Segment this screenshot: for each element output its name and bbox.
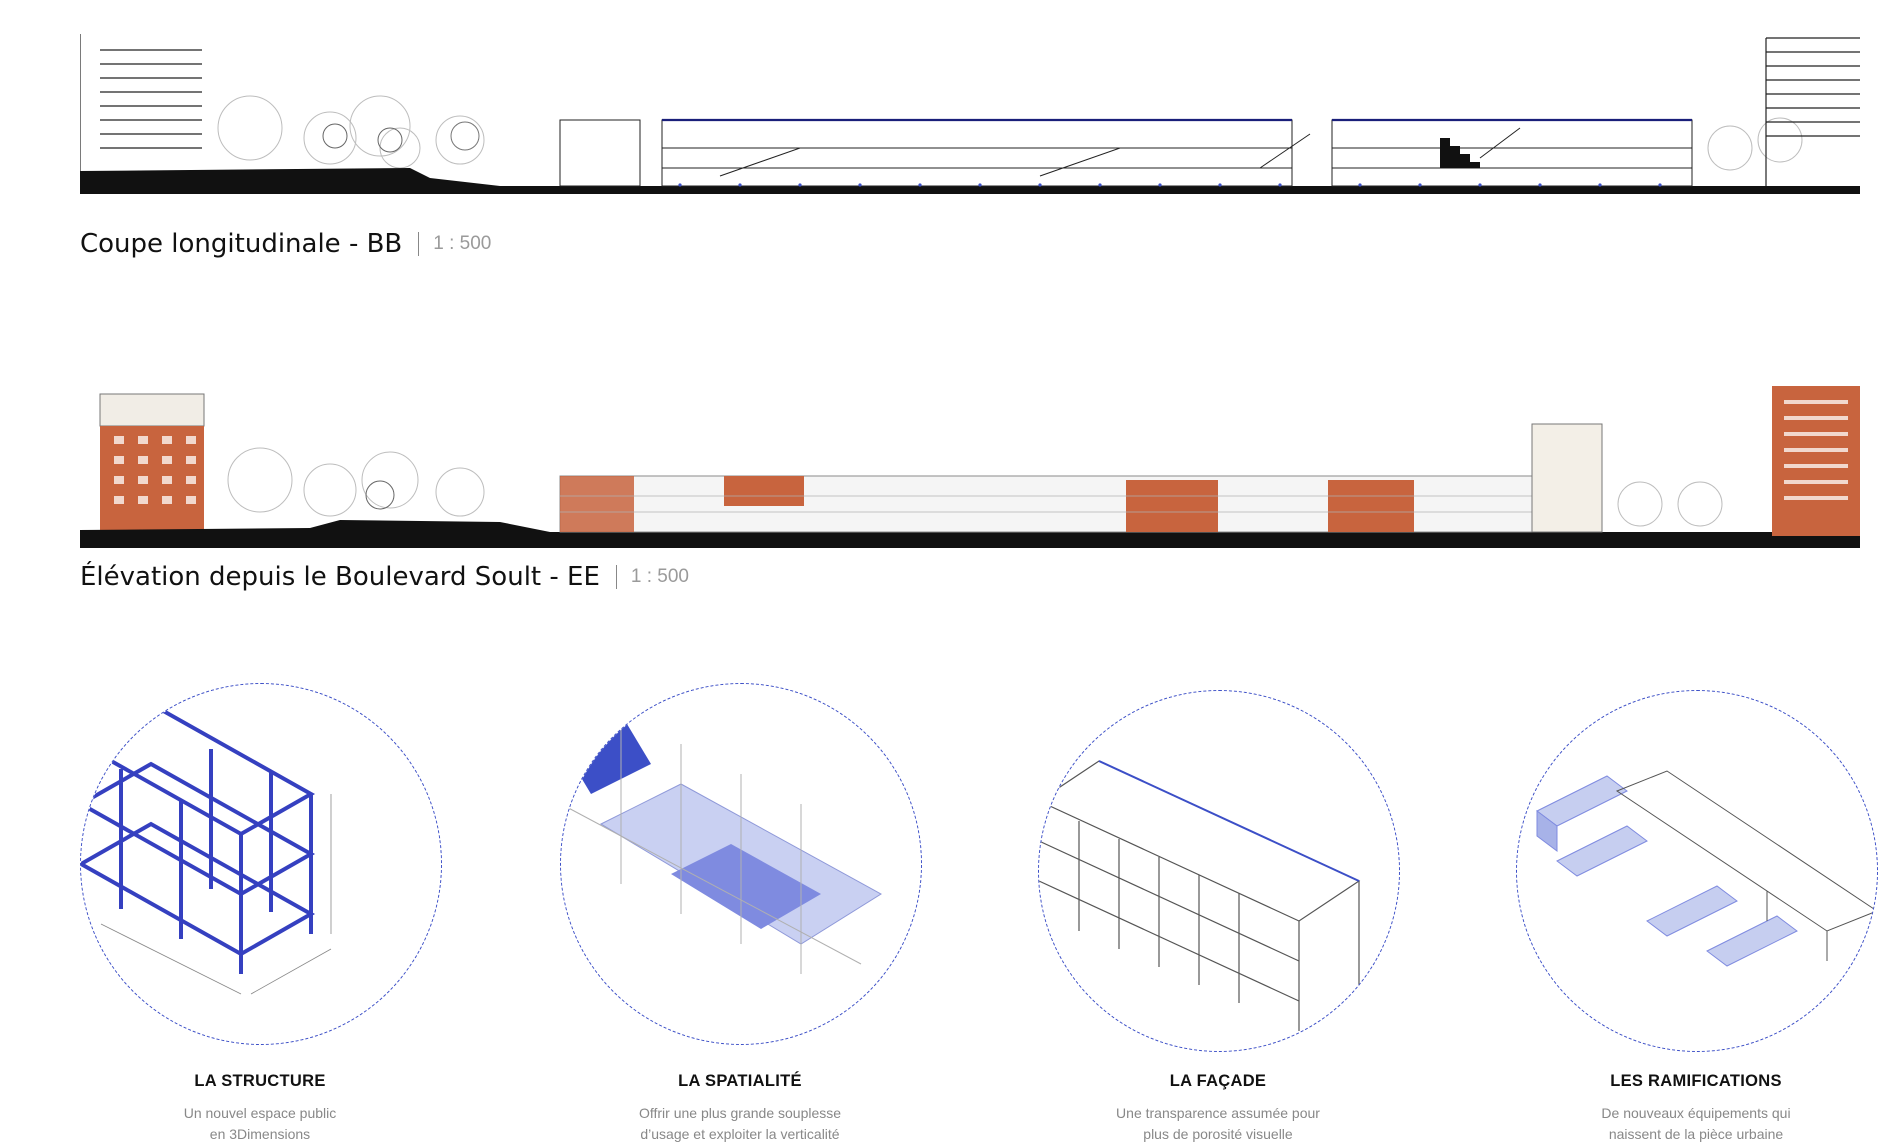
section-bb-scale: 1 : 500 [433,233,492,254]
elevation-ee-drawing [80,386,1860,548]
caption-structure-subtitle: Un nouvel espace public en 3Dimensions [90,1103,430,1145]
caption-facade: LA FAÇADE Une transparence assumée pour … [1048,1072,1388,1145]
ramifications-axonometric [1536,770,1877,967]
right-white-building [1531,423,1603,533]
title-separator [615,565,617,589]
caption-spatiality-line-1: Offrir une plus grande souplesse [638,1105,842,1121]
bleacher-steps [1440,138,1480,168]
caption-facade-line-2: plus de porosité visuelle [1143,1126,1293,1142]
caption-spatiality: LA SPATIALITÉ Offrir une plus grande sou… [570,1072,910,1145]
trees-left-elevation [227,447,485,517]
section-bb-title-text: Coupe longitudinale - BB [80,229,403,259]
section-bb-drawing [80,34,1860,194]
caption-ramifications: LES RAMIFICATIONS De nouveaux équipement… [1526,1072,1866,1145]
brick-accents [560,476,1414,532]
caption-ramifications-line-1: De nouveaux équipements qui [1601,1105,1791,1121]
trees-left [217,95,485,169]
caption-ramifications-title: LES RAMIFICATIONS [1610,1072,1782,1090]
elevation-ee-scale: 1 : 500 [630,566,689,587]
structure-axonometric [81,701,332,995]
caption-ramifications-line-2: naissent de la pièce urbaine [1608,1126,1784,1142]
section-bb-title: Coupe longitudinale - BB 1 : 500 [80,229,491,259]
caption-ramifications-subtitle: De nouveaux équipements qui naissent de … [1526,1103,1866,1145]
left-building-outline [80,34,202,193]
caption-structure-title: LA STRUCTURE [194,1072,326,1090]
left-brick-tower [99,393,205,536]
trees-right-elevation [1617,481,1723,527]
caption-structure-line-2: en 3Dimensions [209,1126,311,1142]
column-markers [678,183,1662,187]
diagram-spatiality-circle [560,683,922,1045]
caption-facade-line-1: Une transparence assumée pour [1116,1105,1320,1121]
diagram-ramifications-circle [1516,690,1878,1052]
diagram-structure-circle [80,683,442,1045]
elevation-ee-title: Élévation depuis le Boulevard Soult - EE… [80,562,689,592]
right-brick-tower [1772,386,1860,536]
terrain-left [80,168,1860,194]
caption-structure: LA STRUCTURE Un nouvel espace public en … [90,1072,430,1145]
facade-axonometric [1039,760,1361,1031]
right-building-outline [1765,37,1860,186]
caption-facade-title: LA FAÇADE [1169,1072,1267,1090]
facade-grid [560,495,1590,513]
spatiality-axonometric [561,714,882,974]
main-elevation-volume [559,475,1591,533]
caption-spatiality-subtitle: Offrir une plus grande souplesse d’usage… [570,1103,910,1145]
main-section-frame [559,119,1693,187]
trees-right [1707,117,1803,171]
caption-structure-line-1: Un nouvel espace public [183,1105,337,1121]
caption-spatiality-line-2: d’usage et exploiter la verticalité [640,1126,840,1142]
caption-facade-subtitle: Une transparence assumée pour plus de po… [1048,1103,1388,1145]
title-separator [418,232,420,256]
caption-spatiality-title: LA SPATIALITÉ [678,1072,802,1090]
terrain-elevation [80,520,1860,548]
diagram-facade-circle [1038,690,1400,1052]
elevation-ee-title-text: Élévation depuis le Boulevard Soult - EE [80,562,600,592]
